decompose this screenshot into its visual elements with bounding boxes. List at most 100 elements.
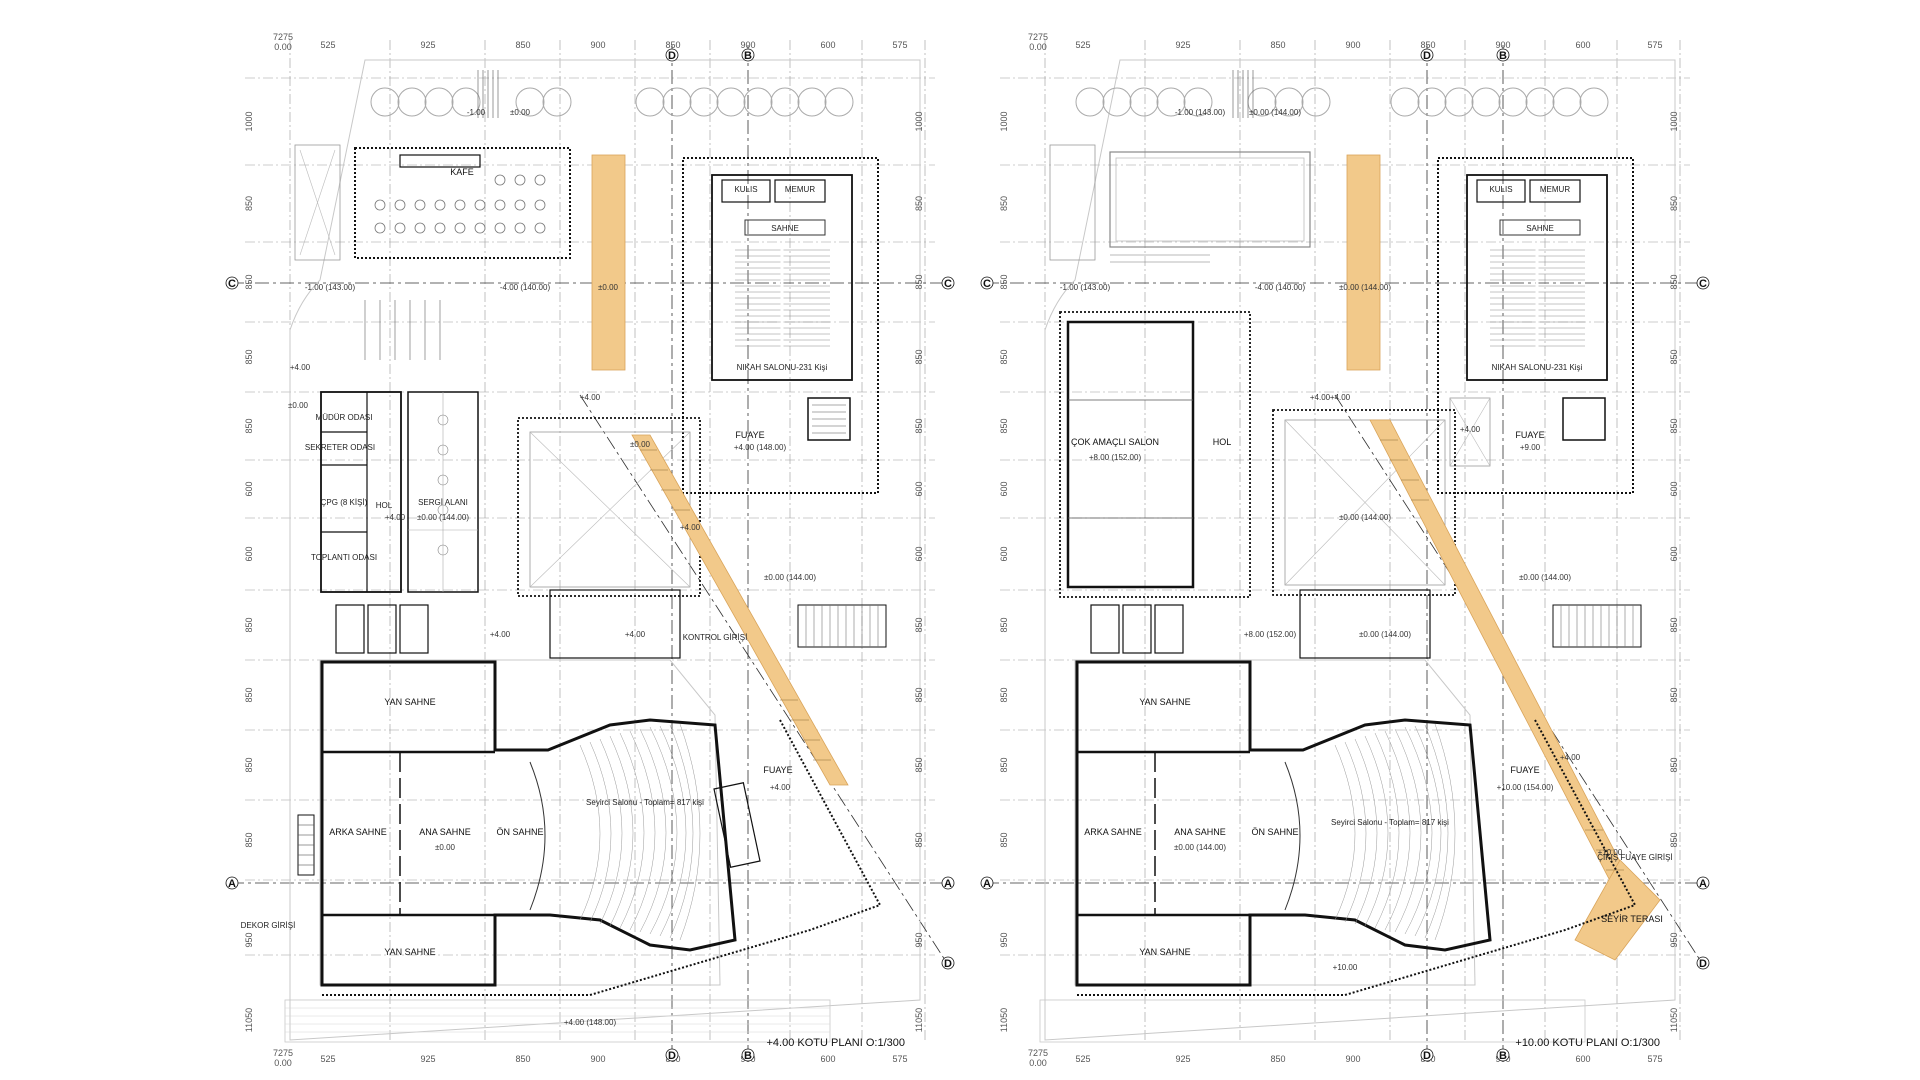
plan2-bottom-dim-7: 575: [1647, 1054, 1662, 1064]
plan1-bottom-dim-1: 925: [420, 1054, 435, 1064]
plan2-room-fuaye-top: FUAYE: [1515, 430, 1544, 440]
plan1-axis-left-a: A: [228, 878, 236, 890]
plan1-side-dim-right-7: 850: [914, 617, 924, 632]
plan2-side-dim-right-3: 850: [1669, 349, 1679, 364]
core-stair-top: [807, 397, 851, 441]
plan2-room-yan-sahne-bottom: YAN SAHNE: [1139, 947, 1190, 957]
plan2-side-dim-right-11: 950: [1669, 932, 1679, 947]
plan2-axis-top-b-bubble: [1496, 48, 1510, 62]
plan1-side-dim-right-9: 850: [914, 757, 924, 772]
plan2-bottom-dim-1: 925: [1175, 1054, 1190, 1064]
plan2-axis-right-c-bubble: [1696, 276, 1710, 290]
outer-perimeter-2: [1077, 719, 1637, 996]
plan1-level-16: +4.00: [770, 783, 791, 792]
plan1-level-15: ±0.00 (144.00): [417, 513, 469, 522]
plan2-ref-bottom-b: 0.00: [1029, 1058, 1047, 1068]
theatre-walls: [320, 660, 737, 987]
kafe-tables: [374, 174, 546, 234]
plan1-side-dim-right-10: 850: [914, 832, 924, 847]
plan1-axis-diag-d-bubble: [941, 956, 955, 970]
plan1-room-cpi: ÇPG (8 KİŞİ): [321, 498, 368, 507]
plan1-level-13: +4.00: [625, 630, 646, 639]
plan1-side-dim-right-12: 11050: [914, 1008, 924, 1032]
plan2-side-dim-right-12: 11050: [1669, 1008, 1679, 1032]
plan1-axis-left-c: C: [228, 278, 236, 290]
trees-2: [1075, 87, 1609, 117]
nikah-block-outline: [682, 157, 879, 494]
plan1-side-dim-left-12: 11050: [244, 1008, 254, 1032]
theatre-halo: [319, 659, 721, 986]
ramp-steps: [640, 449, 831, 761]
plan2-axis-right-c: C: [1699, 278, 1707, 290]
plan2-level-2: ±0.00 (144.00): [1249, 108, 1301, 117]
plan2-level-6: +4.00: [1330, 393, 1351, 402]
plan1-top-dim-4: 850: [665, 40, 680, 50]
plan1-bottom-dim-3: 900: [590, 1054, 605, 1064]
plan2-bottom-dim-2: 850: [1270, 1054, 1285, 1064]
site-outline-2: [1044, 59, 1676, 1041]
mid-corridor-2: [1299, 589, 1431, 659]
plan2-room-cikis: ÇIKIŞ FUAYE GİRİŞİ: [1597, 853, 1672, 862]
plan1-level-4: -4.00 (140.00): [500, 283, 551, 292]
theatre-halo-2: [1074, 659, 1476, 986]
plan1-room-nikah: NIKAH SALONU-231 Kişi: [737, 363, 828, 372]
kafe-stairs: [364, 300, 441, 360]
plan1-room-kontrol: KONTROL GİRİŞİ: [683, 633, 748, 642]
plan1-top-dim-2: 850: [515, 40, 530, 50]
plan2-top-dim-4: 850: [1420, 40, 1435, 50]
plan1-room-toplanti: TOPLANTI ODASI: [311, 553, 377, 562]
east-stairs-2: [1552, 604, 1642, 648]
plan2-axis-left-a: A: [983, 878, 991, 890]
plan1-plan-caption: +4.00 KOTU PLANI O:1/300: [767, 1037, 906, 1049]
plan2-axis-top-b: B: [1499, 50, 1507, 62]
plan1-room-fuaye-mid: FUAYE: [763, 765, 792, 775]
plan1-room-ana-sahne: ANA SAHNE: [419, 827, 471, 837]
plan2-side-dim-left-1: 850: [999, 196, 1009, 211]
plan1-ref-bottom-b: 0.00: [274, 1058, 292, 1068]
plan1-axis-bottom-d-bubble: [665, 1048, 679, 1062]
plan2-axis-bottom-b-bubble: [1496, 1048, 1510, 1062]
sergi-tables: [437, 414, 449, 556]
plan2-room-kulis: KULIS: [1489, 185, 1512, 194]
plan1-room-memur: MEMUR: [785, 185, 815, 194]
plan1-side-dim-left-3: 850: [244, 349, 254, 364]
nikah-seats-2: [1490, 248, 1585, 348]
plan2-side-dim-right-6: 600: [1669, 546, 1679, 561]
plan2-bottom-dim-0: 525: [1075, 1054, 1090, 1064]
plan1-ref-top-a: 7275: [273, 32, 293, 42]
plan1-side-dim-left-5: 600: [244, 481, 254, 496]
plan1-side-dim-left-1: 850: [244, 196, 254, 211]
plan1-axis-top-b: B: [744, 50, 752, 62]
sergi-grid: [408, 392, 478, 592]
plan1-axis-right-a-bubble: [941, 876, 955, 890]
plan1-side-dim-left-8: 850: [244, 687, 254, 702]
outer-perimeter: [322, 719, 882, 996]
plan2-room-yan-sahne-top: YAN SAHNE: [1139, 697, 1190, 707]
plan1-axis-bottom-b-bubble: [741, 1048, 755, 1062]
salon-outline: [1059, 311, 1251, 598]
plan2-side-dim-right-1: 850: [1669, 196, 1679, 211]
cok-amacli-salon: [1066, 320, 1195, 589]
plan2-room-on-sahne: ÖN SAHNE: [1251, 827, 1298, 837]
plan1-side-dim-right-2: 850: [914, 274, 924, 289]
auditorium-seats-2: [1334, 723, 1456, 941]
small-void-2: [1449, 397, 1491, 467]
plan1-room-hol: HOL: [376, 501, 393, 510]
plan2-ref-bottom-a: 7275: [1028, 1048, 1048, 1058]
plan1-axis-left-c-bubble: [225, 276, 239, 290]
plan1-side-dim-left-10: 850: [244, 832, 254, 847]
plan1-level-7: +4.00: [580, 393, 601, 402]
proscenium-curve-2: [1284, 761, 1301, 911]
plan2-side-dim-right-7: 850: [1669, 617, 1679, 632]
plan1-level-12: +4.00: [490, 630, 511, 639]
plan1-top-dim-5: 900: [740, 40, 755, 50]
south-terrace: [284, 999, 831, 1043]
plan1-side-dim-left-9: 850: [244, 757, 254, 772]
plan2-axis-bottom-b: B: [1499, 1050, 1507, 1062]
plan1-top-dim-7: 575: [892, 40, 907, 50]
plan1-room-sahne: SAHNE: [771, 224, 799, 233]
plan1-room-seyirci: Seyirci Salonu - Toplam= 817 kişi: [586, 798, 704, 807]
plan1-level-11: ±0.00 (144.00): [764, 573, 816, 582]
